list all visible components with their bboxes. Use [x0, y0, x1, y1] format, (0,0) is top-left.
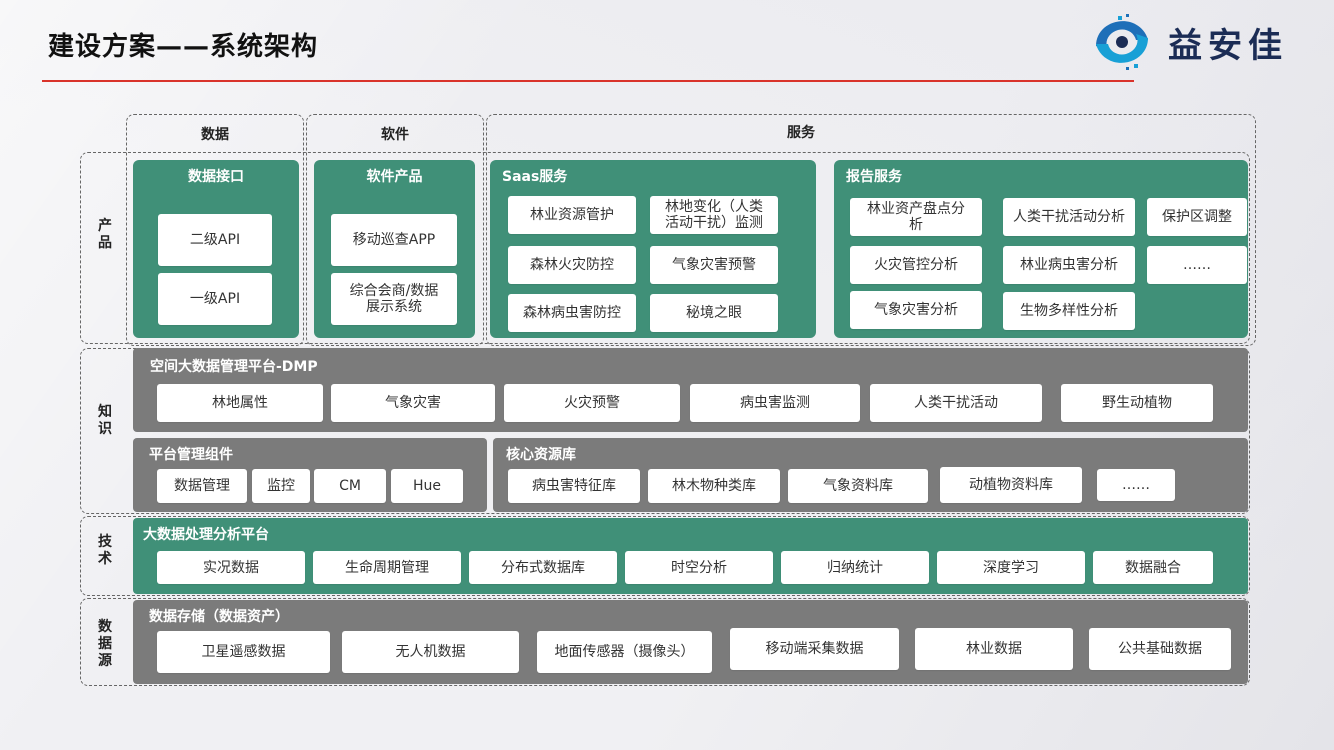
logo-text: 益安佳 [1168, 26, 1288, 66]
report-item: 保护区调整 [1147, 198, 1247, 236]
big-data-platform-title: 大数据处理分析平台 [143, 527, 269, 543]
row-label-knowledge: 知 识 [98, 404, 112, 437]
dmp-item: 林地属性 [157, 384, 323, 422]
tech-item: 深度学习 [937, 551, 1085, 584]
dmp-item: 野生动植物 [1061, 384, 1213, 422]
saas-item: 林业资源管护 [508, 196, 636, 234]
dmp-item: 病虫害监测 [690, 384, 860, 422]
data-column-frame [126, 114, 304, 346]
product-row-frame [80, 152, 1250, 344]
dmp-item: 人类干扰活动 [870, 384, 1042, 422]
company-logo-icon [1096, 14, 1148, 70]
tech-item: 实况数据 [157, 551, 305, 584]
source-item: 无人机数据 [342, 631, 519, 673]
source-item: 卫星遥感数据 [157, 631, 330, 673]
report-item: …… [1147, 246, 1247, 284]
saas-service-title: Saas服务 [502, 169, 568, 185]
saas-item: 林地变化（人类 活动干扰）监测 [650, 196, 778, 234]
source-row-frame [80, 598, 1250, 686]
api-level2-box: 二级API [158, 214, 272, 266]
core-resource-item: 气象资料库 [788, 469, 928, 503]
platform-item: CM [314, 469, 386, 503]
column-header-software: 软件 [381, 127, 409, 143]
tech-item: 时空分析 [625, 551, 773, 584]
api-level1-box: 一级API [158, 273, 272, 325]
consultation-display-system-box: 综合会商/数据 展示系统 [331, 273, 457, 325]
tech-item: 分布式数据库 [469, 551, 617, 584]
saas-item: 森林病虫害防控 [508, 294, 636, 332]
report-item: 人类干扰活动分析 [1003, 198, 1135, 236]
data-interface-title: 数据接口 [188, 169, 244, 185]
report-item: 生物多样性分析 [1003, 292, 1135, 330]
software-product-title: 软件产品 [366, 169, 423, 185]
source-item: 公共基础数据 [1089, 628, 1231, 670]
platform-components-title: 平台管理组件 [149, 447, 233, 463]
row-label-source: 数 据 源 [98, 619, 112, 669]
dmp-title: 空间大数据管理平台-DMP [150, 359, 318, 375]
report-item: 林业资产盘点分 析 [850, 198, 982, 236]
column-header-data: 数据 [201, 127, 229, 143]
mobile-patrol-app-box: 移动巡查APP [331, 214, 457, 266]
report-item: 火灾管控分析 [850, 246, 982, 284]
dmp-item: 火灾预警 [504, 384, 680, 422]
dmp-item: 气象灾害 [331, 384, 495, 422]
tech-row-frame [80, 516, 1250, 596]
source-item: 地面传感器（摄像头） [537, 631, 712, 673]
core-resource-item: 动植物资料库 [940, 467, 1082, 503]
source-item: 林业数据 [915, 628, 1073, 670]
platform-item: Hue [391, 469, 463, 503]
core-resource-item: 林木物种类库 [648, 469, 780, 503]
column-header-service: 服务 [787, 125, 815, 141]
saas-item: 森林火灾防控 [508, 246, 636, 284]
tech-item: 归纳统计 [781, 551, 929, 584]
report-service-title: 报告服务 [846, 169, 902, 185]
saas-item: 气象灾害预警 [650, 246, 778, 284]
data-storage-title: 数据存储（数据资产） [149, 609, 289, 625]
core-resource-item: 病虫害特征库 [508, 469, 640, 503]
page-title: 建设方案——系统架构 [48, 32, 319, 62]
tech-item: 生命周期管理 [313, 551, 461, 584]
platform-item: 数据管理 [157, 469, 247, 503]
platform-item: 监控 [252, 469, 310, 503]
service-column-frame [486, 114, 1256, 346]
title-underline [42, 80, 1134, 82]
report-item: 林业病虫害分析 [1003, 246, 1135, 284]
saas-item: 秘境之眼 [650, 294, 778, 332]
software-column-frame [306, 114, 484, 346]
row-label-tech: 技 术 [98, 534, 112, 567]
report-item: 气象灾害分析 [850, 291, 982, 329]
core-resource-item: …… [1097, 469, 1175, 501]
source-item: 移动端采集数据 [730, 628, 899, 670]
tech-item: 数据融合 [1093, 551, 1213, 584]
core-resource-title: 核心资源库 [506, 447, 576, 463]
row-label-product: 产 品 [98, 218, 112, 251]
